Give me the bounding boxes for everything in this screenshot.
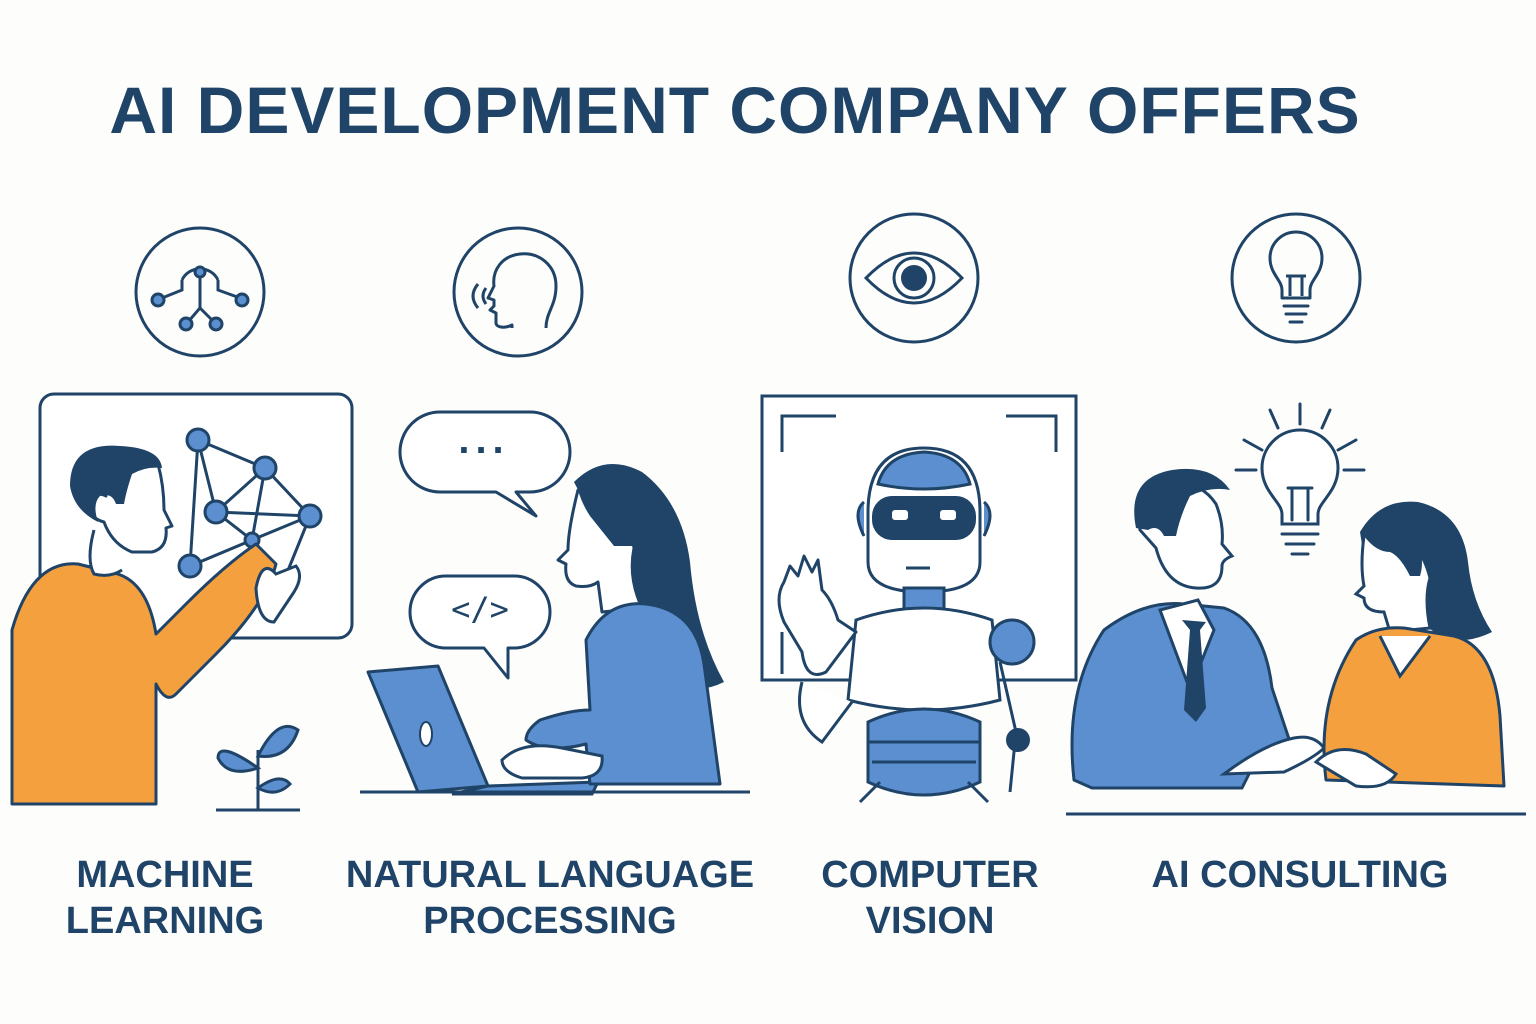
service-label-machine-learning: MACHINE LEARNING: [65, 854, 265, 942]
ai-consulting-illustration: [1060, 400, 1530, 830]
service-label-computer-vision: COMPUTER VISION: [821, 854, 1039, 942]
speaking-head-icon: [450, 224, 586, 360]
page-title: AI DEVELOPMENT COMPANY OFFERS: [109, 73, 1361, 147]
lightbulb-icon: [1228, 210, 1364, 346]
service-label-nlp: NATURAL LANGUAGE PROCESSING: [345, 854, 755, 942]
computer-vision-illustration: [756, 392, 1086, 822]
eye-icon: [846, 210, 982, 346]
machine-learning-illustration: [0, 390, 360, 830]
neural-network-icon: [132, 224, 268, 360]
code-bubble-text: </>: [451, 590, 509, 628]
chat-bubble-dots: ...: [458, 418, 510, 462]
nlp-illustration: ... </>: [360, 400, 760, 820]
service-label-ai-consulting: AI CONSULTING: [1151, 854, 1449, 896]
